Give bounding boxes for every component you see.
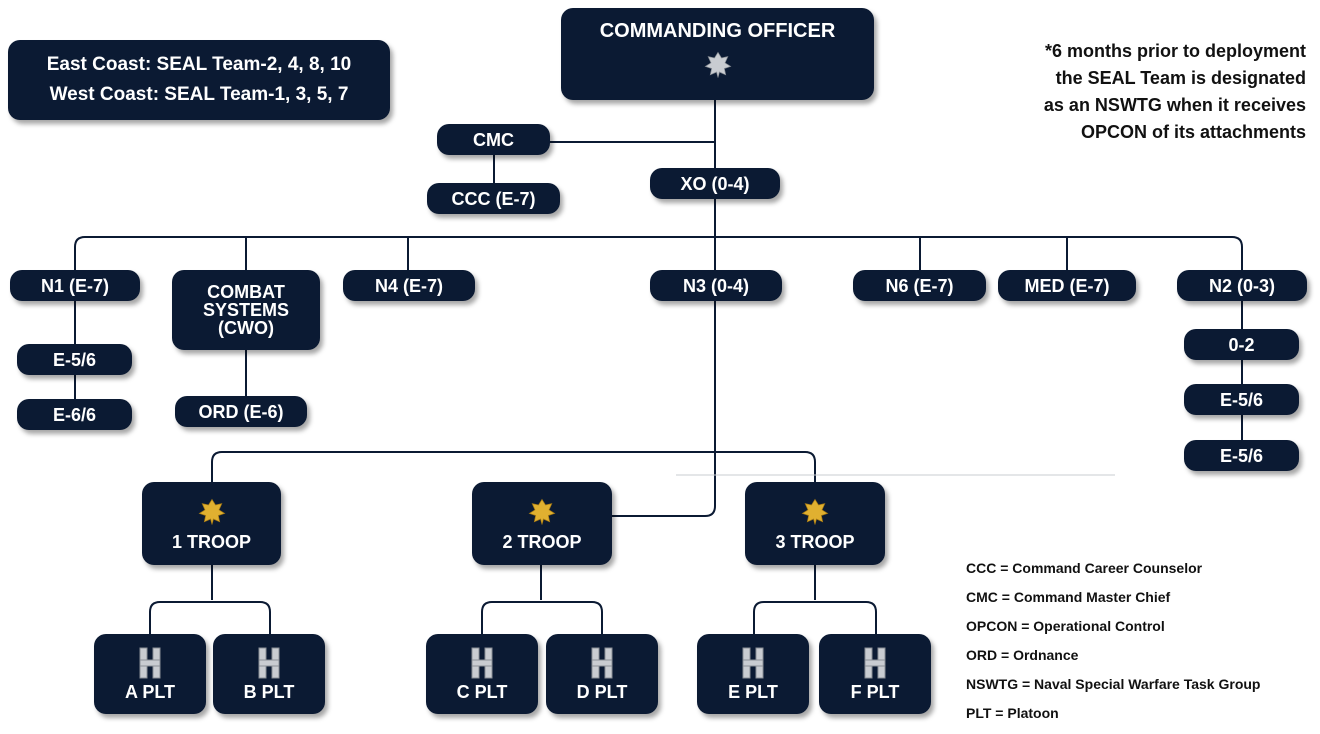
commanding-officer-title: COMMANDING OFFICER (599, 20, 836, 42)
legend-item: NSWTG = Naval Special Warfare Task Group (966, 676, 1261, 692)
legend-item: PLT = Platoon (966, 705, 1059, 721)
silver-captain-bars-icon (591, 647, 613, 679)
n1-sub-1-box: E-5/6 (17, 344, 132, 375)
n1-label: N1 (E-7) (40, 275, 109, 296)
ccc-box: CCC (E-7) (427, 183, 560, 214)
n4-label: N4 (E-7) (374, 275, 443, 296)
footnote-line-3: as an NSWTG when it receives (1043, 95, 1306, 115)
silver-oak-leaf-icon (704, 51, 731, 78)
troop-label: 1 TROOP (171, 531, 251, 552)
west-coast-teams: West Coast: SEAL Team-1, 3, 5, 7 (49, 84, 349, 105)
n1-box: N1 (E-7) (10, 270, 140, 301)
silver-captain-bars-icon (864, 647, 886, 679)
footnote: *6 months prior to deployment the SEAL T… (1044, 38, 1306, 146)
silver-captain-bars-icon (742, 647, 764, 679)
n2-sub-2-label: E-5/6 (1219, 389, 1264, 410)
n2-sub-1-box: 0-2 (1184, 329, 1299, 360)
footnote-line-4: OPCON of its attachments (1080, 122, 1306, 142)
legend-item: ORD = Ordnance (966, 647, 1079, 663)
platoon-label: C PLT (456, 682, 508, 702)
combat-systems-label: COMBAT SYSTEMS (CWO) (202, 282, 290, 338)
gold-oak-leaf-icon (198, 498, 225, 525)
ord-label: ORD (E-6) (198, 401, 284, 422)
troop-box: 1 TROOP (142, 482, 281, 565)
n2-label: N2 (0-3) (1208, 275, 1275, 296)
n2-sub-3-label: E-5/6 (1219, 445, 1264, 466)
cmc-box: CMC (437, 124, 550, 155)
platoon-box: D PLT (546, 634, 658, 714)
n4-box: N4 (E-7) (343, 270, 475, 301)
ccc-label: CCC (E-7) (451, 188, 536, 209)
troop-box: 3 TROOP (745, 482, 885, 565)
n2-sub-2-box: E-5/6 (1184, 384, 1299, 415)
cmc-label: CMC (473, 129, 514, 150)
platoon-label: A PLT (125, 682, 175, 702)
gold-oak-leaf-icon (528, 498, 556, 525)
commanding-officer-box: COMMANDING OFFICER (561, 8, 874, 100)
team-locations-box: East Coast: SEAL Team-2, 4, 8, 10 West C… (8, 40, 390, 120)
platoon-box: A PLT (94, 634, 206, 714)
xo-label: XO (0-4) (680, 173, 750, 194)
footnote-line-1: *6 months prior to deployment (1044, 41, 1306, 61)
n2-box: N2 (0-3) (1177, 270, 1307, 301)
platoon-box: C PLT (426, 634, 538, 714)
n1-sub-2-label: E-6/6 (52, 404, 97, 425)
troop-box: 2 TROOP (472, 482, 612, 565)
n2-sub-1-label: 0-2 (1228, 334, 1255, 355)
platoon-label: E PLT (728, 682, 778, 702)
legend-item: CCC = Command Career Counselor (966, 560, 1203, 576)
silver-captain-bars-icon (258, 647, 280, 679)
n3-label: N3 (0-4) (682, 275, 749, 296)
med-box: MED (E-7) (998, 270, 1136, 301)
n3-box: N3 (0-4) (650, 270, 782, 301)
n1-sub-2-box: E-6/6 (17, 399, 132, 430)
n1-sub-1-label: E-5/6 (52, 349, 97, 370)
platoon-label: F PLT (850, 682, 900, 702)
platoon-box: B PLT (213, 634, 325, 714)
legend-item: CMC = Command Master Chief (966, 589, 1171, 605)
platoon-box: F PLT (819, 634, 931, 714)
platoon-label: B PLT (243, 682, 295, 702)
silver-captain-bars-icon (139, 647, 161, 679)
combat-systems-box: COMBAT SYSTEMS (CWO) (172, 270, 320, 350)
silver-captain-bars-icon (471, 647, 493, 679)
platoon-box: E PLT (697, 634, 809, 714)
troop-label: 3 TROOP (775, 531, 855, 552)
ord-box: ORD (E-6) (175, 396, 307, 427)
legend-item: OPCON = Operational Control (966, 618, 1165, 634)
east-coast-teams: East Coast: SEAL Team-2, 4, 8, 10 (46, 54, 352, 75)
abbreviation-legend: CCC = Command Career Counselor CMC = Com… (966, 560, 1260, 734)
platoon-label: D PLT (576, 682, 628, 702)
connector-lines (74, 100, 1243, 634)
n6-box: N6 (E-7) (853, 270, 986, 301)
troop-label: 2 TROOP (502, 531, 582, 552)
footnote-line-2: the SEAL Team is designated (1055, 68, 1306, 88)
gold-oak-leaf-icon (801, 498, 829, 525)
n2-sub-3-box: E-5/6 (1184, 440, 1299, 471)
xo-box: XO (0-4) (650, 168, 780, 199)
med-label: MED (E-7) (1024, 275, 1110, 296)
n6-label: N6 (E-7) (885, 275, 954, 296)
